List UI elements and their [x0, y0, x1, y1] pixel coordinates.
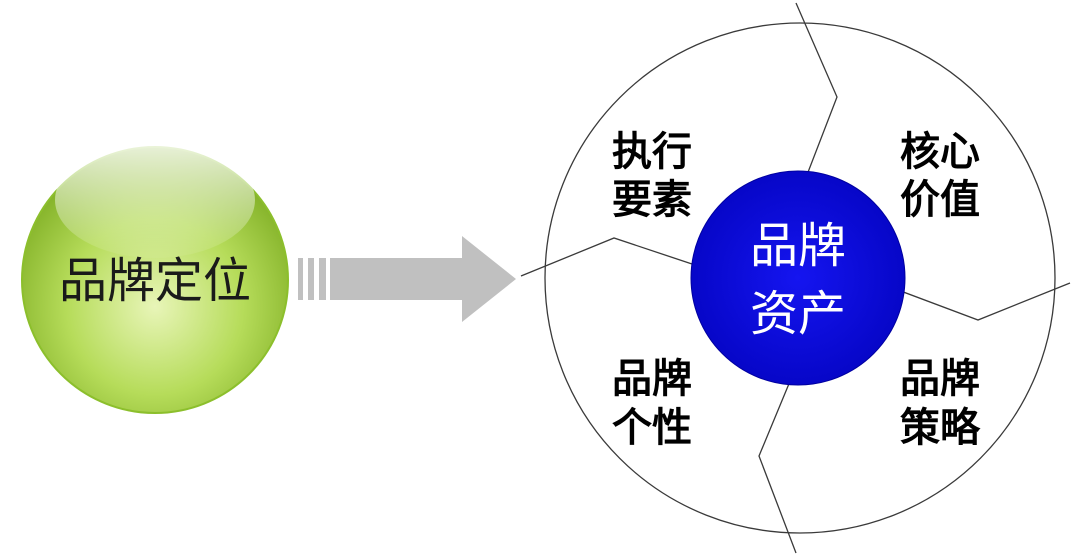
cycle-arrow-top: [795, 2, 838, 194]
source-node-label: 品牌定位: [59, 253, 251, 309]
quadrant-bottom-left-line2: 个性: [612, 405, 692, 451]
quadrant-top-right: 核心 价值: [900, 129, 980, 223]
cycle-arrow-bottom: [758, 361, 799, 554]
cycle-ring: [520, 2, 1071, 554]
center-node: 品牌 资产: [690, 170, 906, 386]
arrow-stripe-3: [319, 258, 326, 300]
quadrant-top-right-line1: 核心: [900, 129, 980, 175]
center-node-circle: [690, 170, 906, 386]
source-node: 品牌定位: [21, 142, 289, 414]
center-node-label-line2: 资产: [750, 286, 846, 342]
quadrant-top-right-line2: 价值: [900, 177, 980, 223]
cycle-arrow-right: [881, 282, 1071, 321]
quadrant-bottom-right: 品牌 策略: [900, 356, 981, 451]
outer-circle: [544, 22, 1056, 534]
cycle-arrow-left: [520, 237, 711, 277]
quadrant-bottom-right-line2: 策略: [900, 405, 981, 451]
source-node-gloss: [55, 142, 255, 258]
quadrant-top-left-line2: 要素: [612, 177, 692, 223]
quadrant-bottom-right-line1: 品牌: [900, 356, 980, 402]
flow-arrow: [298, 236, 516, 322]
arrow-stripe-1: [298, 258, 303, 300]
quadrant-bottom-left-line1: 品牌: [612, 356, 692, 402]
quadrant-top-left-line1: 执行: [612, 129, 692, 175]
arrow-head: [330, 236, 516, 322]
arrow-stripe-2: [308, 258, 314, 300]
quadrant-bottom-left: 品牌 个性: [612, 356, 692, 451]
center-node-label-line1: 品牌: [750, 218, 846, 274]
quadrant-top-left: 执行 要素: [612, 129, 692, 223]
